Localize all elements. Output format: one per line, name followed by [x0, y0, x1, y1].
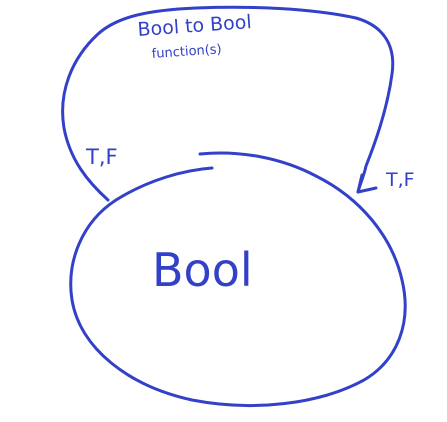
function-arrowhead: [356, 173, 378, 194]
left-edge-label: T,F: [85, 145, 118, 169]
bool-set-blob: [69, 151, 407, 407]
right-edge-label: T,F: [385, 169, 415, 191]
bool-set-label: Bool: [152, 243, 253, 297]
function-set-title-line1: Bool to Bool: [137, 11, 253, 41]
function-set-loop: [61, 5, 395, 202]
function-set-title-line2: function(s): [151, 42, 222, 62]
